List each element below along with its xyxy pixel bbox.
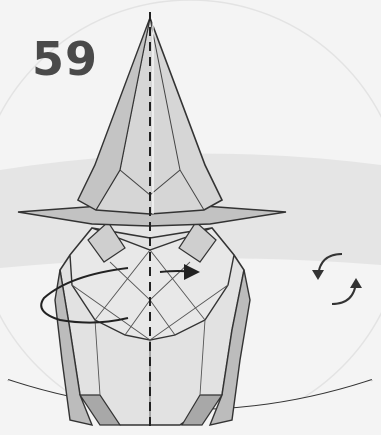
flip-over-icon [312,248,362,310]
flip-arrowhead-bottom [350,278,362,288]
flip-arrowhead-top [312,270,324,280]
